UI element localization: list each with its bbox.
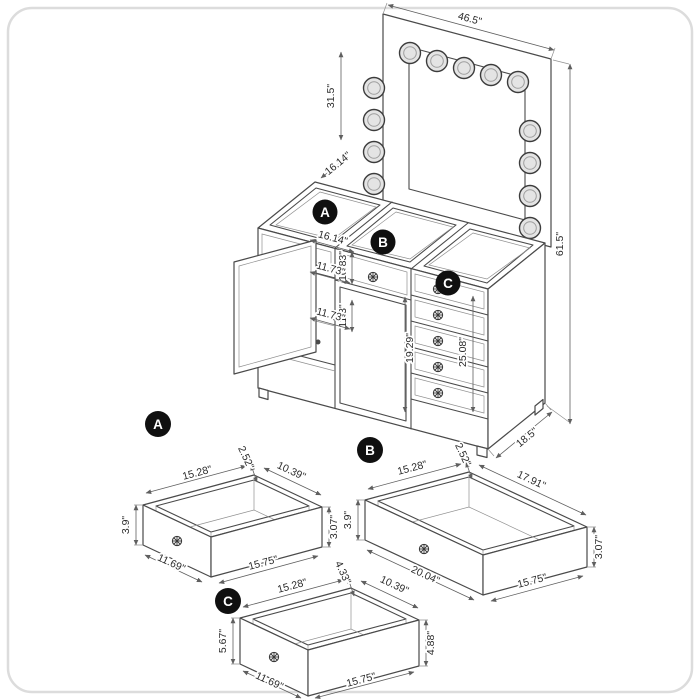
drawer-b-detail: 15.28" 17.91" 2.52" 3.9" 3.07" 20.04" 15… [340,437,607,602]
dim-c-front-height: 5.67" [217,629,229,653]
drawer-knob [418,543,430,555]
bulb-icon [452,56,476,80]
dim-b-inner-width: 15.28" [396,458,428,477]
bulb-icon [518,184,542,208]
dim-overall-depth: 18.5" [514,425,541,450]
detail-marker-b: B [357,437,383,463]
drawer-knob [367,271,379,283]
dim-a-rim-depth: 2.52" [235,444,256,471]
drawer-c-detail: 15.28" 10.39" 4.33" 5.67" 4.88" 11.69" 1… [215,557,439,700]
bulb-icon [506,70,530,94]
bulb-icon [518,216,542,240]
bulb-icon [479,63,503,87]
dim-b-inner-depth: 17.91" [515,469,548,493]
marker-c: C [435,270,461,296]
bulb-icon [362,108,386,132]
dim-b-back-height: 3.07" [593,535,605,559]
drawer-knob [268,651,280,663]
dim-top-depth: 16.14" [323,149,354,177]
bulb-icon [425,49,449,73]
detail-marker-c-label: C [223,594,233,609]
feet [258,387,544,459]
marker-c-label: C [443,276,453,291]
dim-stack-height: 25.08" [457,337,469,367]
marker-a-label: A [320,205,330,220]
dim-a-back-height: 3.07" [328,515,340,539]
detail-marker-c: C [215,588,241,614]
dim-c-inner-depth: 10.39" [378,574,411,598]
drawer-a-detail: 15.28" 10.39" 2.52" 3.9" 3.07" 11.69" 15… [118,411,342,584]
main-view: 46.5" 31.5" 61.5" 16.14" 18.5" 16.14" 10… [233,2,573,459]
drawer-knob [432,335,444,347]
bulb-icon [398,41,422,65]
bulb-icon [362,172,386,196]
drawer-knob [171,535,183,547]
tray-3 [423,228,534,284]
detail-marker-a-label: A [153,417,163,432]
bulb-icon [518,119,542,143]
marker-b-label: B [378,235,388,250]
dim-a-inner-width: 15.28" [181,463,213,482]
bulb-icon [362,140,386,164]
dim-mirror-width: 46.5" [457,10,484,28]
dim-a-front-height: 3.9" [120,516,132,535]
detail-marker-b-label: B [365,443,375,458]
dim-a-inner-depth: 10.39" [275,460,308,484]
open-cabinet-door [233,239,321,375]
marker-b: B [370,229,396,255]
marker-a: A [312,199,338,225]
drawer-knob [432,361,444,373]
hinge-icon [315,261,321,267]
detail-marker-a: A [145,411,171,437]
dim-b-front-height: 3.9" [342,511,354,530]
dim-overall-height: 61.5" [554,232,566,256]
dim-knee-height: 19.29" [404,333,416,363]
bulb-icon [362,76,386,100]
dim-mirror-height: 31.5" [325,84,337,108]
drawer-knob [432,309,444,321]
knee-opening [339,286,407,422]
dim-b-rim-depth: 2.52" [452,441,473,468]
dim-c-inner-width: 15.28" [276,576,308,595]
hinge-icon [315,339,321,345]
bulb-icon [518,151,542,175]
tray-2 [346,207,457,263]
dim-c-back-height: 4.88" [425,631,437,655]
drawer-knob [432,387,444,399]
